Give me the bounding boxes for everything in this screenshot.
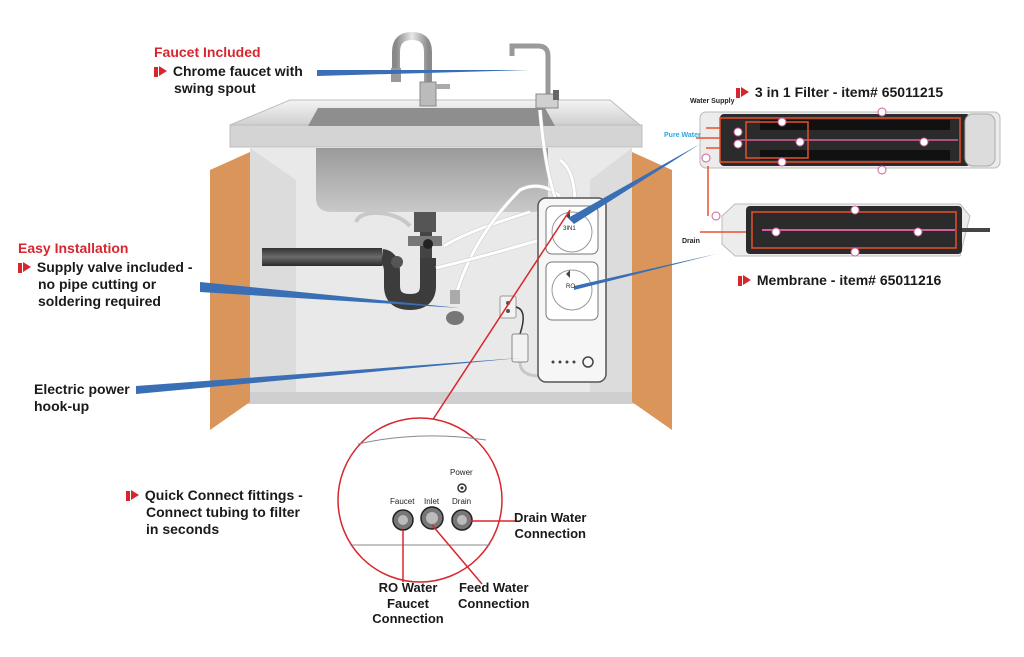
- drain-conn-line1: Drain Water: [514, 510, 587, 525]
- install-line2: no pipe cutting or: [38, 275, 157, 292]
- bullet-icon: [18, 263, 22, 274]
- filter-title: 3 in 1 Filter - item# 65011215: [736, 84, 943, 101]
- drain-pipes: [262, 212, 442, 311]
- water-supply-label: Water Supply: [690, 98, 735, 105]
- arrow-icon: [159, 66, 167, 76]
- faucet-line1: Chrome faucet with: [172, 63, 303, 79]
- install-line1: Supply valve included -: [36, 259, 193, 275]
- quick-line3: in seconds: [146, 520, 220, 537]
- filter-title-text: 3 in 1 Filter - item# 65011215: [754, 84, 944, 100]
- ro-connection-label: RO Water Faucet Connection: [368, 580, 448, 627]
- outlet: [499, 295, 529, 363]
- quick-desc: Quick Connect fittings - Connect tubing …: [126, 487, 303, 537]
- ro-line1: RO Water: [378, 580, 438, 595]
- feed-line2: Connection: [458, 595, 530, 611]
- faucet-desc: Chrome faucet with swing spout: [154, 63, 303, 97]
- filter-cutaway: [696, 107, 1001, 175]
- bullet-icon: [126, 491, 130, 502]
- ro-line3: Connection: [372, 611, 444, 627]
- zoom-power-label: Power: [450, 468, 473, 477]
- install-desc: Supply valve included - no pipe cutting …: [18, 259, 192, 309]
- faucet-line2: swing spout: [174, 79, 256, 96]
- countertop: [229, 99, 643, 212]
- feed-connection-label: Feed Water Connection: [458, 580, 530, 611]
- bullet-icon: [736, 88, 740, 99]
- main-faucet: [391, 31, 450, 107]
- ro-unit: [537, 197, 607, 383]
- pure-water-label: Pure Water: [664, 132, 701, 139]
- zoom-circle: [337, 417, 516, 585]
- feed-line1: Feed Water: [458, 580, 529, 595]
- arrow-icon: [741, 87, 749, 97]
- bullet-icon: [738, 276, 742, 287]
- quick-line1: Quick Connect fittings -: [144, 487, 303, 503]
- right-door: [632, 152, 672, 430]
- install-heading: Easy Installation: [18, 240, 129, 256]
- power-adapter: [511, 333, 529, 363]
- power-line1: Electric power: [34, 381, 130, 397]
- drain-label: Drain: [682, 238, 700, 245]
- membrane-title: Membrane - item# 65011216: [738, 272, 941, 289]
- power-line2: hook-up: [34, 397, 90, 414]
- sink-basin: [316, 148, 548, 212]
- drain-connection-label: Drain Water Connection: [514, 510, 586, 541]
- membrane-title-text: Membrane - item# 65011216: [756, 272, 942, 288]
- arrow-icon: [743, 275, 751, 285]
- leader-lines: [136, 70, 716, 394]
- membrane-cutaway: [700, 166, 990, 257]
- zoom-faucet-label: Faucet: [390, 497, 415, 506]
- arrow-icon: [131, 490, 139, 500]
- supply-valve: [446, 290, 464, 325]
- zoom-connector: [429, 209, 571, 425]
- unit-bottom-label: RO: [566, 284, 575, 290]
- quick-line2: Connect tubing to filter: [146, 503, 300, 520]
- arrow-icon: [23, 262, 31, 272]
- ro-line2: Faucet: [387, 595, 429, 611]
- install-line3: soldering required: [38, 292, 161, 309]
- bullet-icon: [154, 67, 158, 78]
- zoom-inlet-label: Inlet: [424, 497, 440, 506]
- tubing: [354, 109, 577, 378]
- drain-conn-line2: Connection: [514, 525, 586, 541]
- ro-faucet: [509, 43, 559, 109]
- unit-top-label: 3IN1: [563, 226, 576, 232]
- zoom-drain-label: Drain: [452, 497, 472, 506]
- power-desc: Electric power hook-up: [34, 381, 130, 415]
- faucet-heading: Faucet Included: [154, 44, 261, 60]
